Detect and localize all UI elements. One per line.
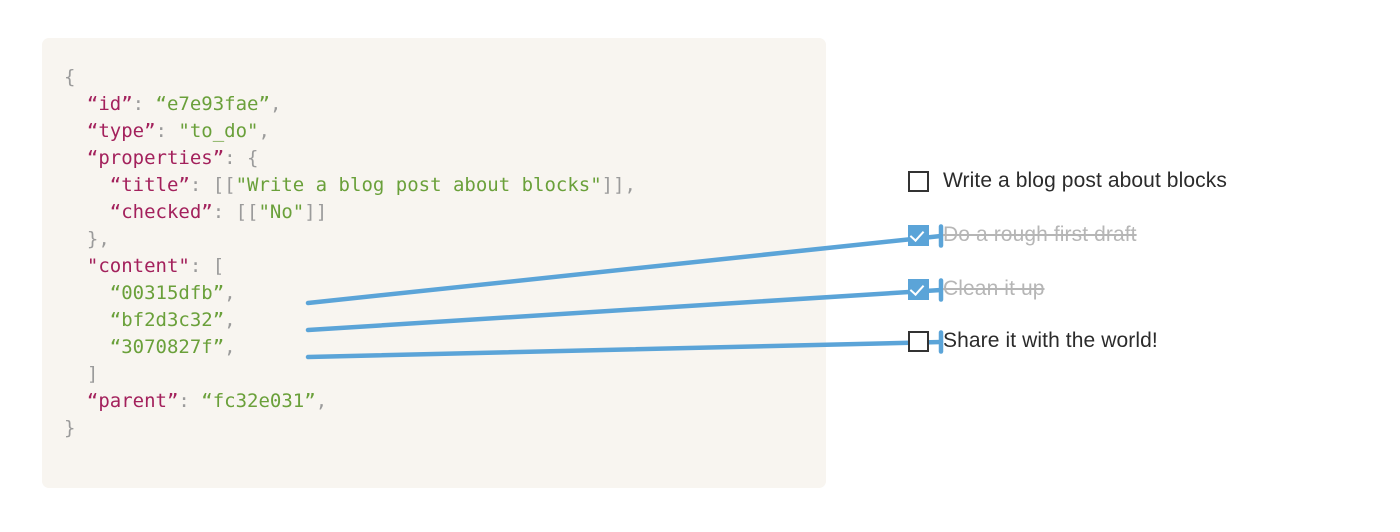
code-token: : (178, 390, 202, 412)
code-token: “id” (86, 93, 133, 115)
code-token: : [[ (189, 174, 236, 196)
code-token: “type” (86, 120, 156, 142)
code-line: “00315dfb”, (64, 280, 636, 307)
code-token: : (155, 120, 179, 142)
todo-item-label[interactable]: Write a blog post about blocks (943, 169, 1227, 192)
code-token: , (258, 120, 270, 142)
code-token: “e7e93fae” (155, 93, 270, 115)
code-token: : [ (189, 255, 225, 277)
code-token: “checked” (109, 201, 213, 223)
code-token: { (64, 66, 76, 88)
todo-item[interactable]: Share it with the world! (908, 326, 1158, 356)
todo-item[interactable]: Write a blog post about blocks (908, 166, 1227, 196)
todo-item[interactable]: Clean it up (908, 274, 1045, 304)
code-line: }, (64, 226, 636, 253)
todo-item[interactable]: Do a rough first draft (908, 220, 1137, 250)
code-token: , (315, 390, 328, 412)
code-line: “checked”: [["No"]] (64, 199, 636, 226)
code-line: “3070827f”, (64, 334, 636, 361)
todo-item-label[interactable]: Do a rough first draft (943, 223, 1137, 246)
json-code-panel: { “id”: “e7e93fae”, “type”: "to_do", “pr… (42, 38, 826, 488)
code-token: }, (86, 228, 110, 250)
code-token: : { (224, 147, 259, 169)
code-line: "content": [ (64, 253, 636, 280)
checkbox-checked-icon[interactable] (908, 278, 929, 300)
code-token: ] (86, 363, 99, 385)
code-token: "No" (258, 201, 305, 223)
code-token: ]], (601, 174, 636, 196)
code-token: “bf2d3c32” (109, 309, 225, 331)
code-line: “id”: “e7e93fae”, (64, 91, 636, 118)
code-token: "content" (86, 255, 190, 277)
code-line: } (64, 415, 636, 442)
code-token: "Write a blog post about blocks" (235, 174, 602, 196)
code-token: , (224, 309, 236, 331)
code-token: , (224, 282, 236, 304)
code-line: ] (64, 361, 636, 388)
code-token: : [[ (212, 201, 259, 223)
checkbox-unchecked-icon[interactable] (908, 170, 929, 192)
checkbox-checked-icon[interactable] (908, 224, 929, 246)
code-line: “properties”: { (64, 145, 636, 172)
code-token: : (132, 93, 156, 115)
checkbox-unchecked-icon[interactable] (908, 330, 929, 352)
todo-item-label[interactable]: Clean it up (943, 277, 1045, 300)
code-token: } (64, 417, 76, 439)
json-code-block: { “id”: “e7e93fae”, “type”: "to_do", “pr… (64, 64, 636, 442)
code-token: "to_do" (178, 120, 259, 142)
code-token: , (269, 93, 282, 115)
code-token: ]] (304, 201, 328, 223)
code-token: “parent” (86, 390, 179, 412)
code-line: “title”: [["Write a blog post about bloc… (64, 172, 636, 199)
code-token: “3070827f” (109, 336, 225, 358)
code-line: “parent”: “fc32e031”, (64, 388, 636, 415)
code-token: “00315dfb” (109, 282, 225, 304)
code-token: , (224, 336, 236, 358)
code-token: “title” (109, 174, 190, 196)
code-token: “properties” (86, 147, 225, 169)
code-token: “fc32e031” (201, 390, 316, 412)
todo-item-label[interactable]: Share it with the world! (943, 329, 1158, 352)
code-line: “type”: "to_do", (64, 118, 636, 145)
code-line: { (64, 64, 636, 91)
code-line: “bf2d3c32”, (64, 307, 636, 334)
